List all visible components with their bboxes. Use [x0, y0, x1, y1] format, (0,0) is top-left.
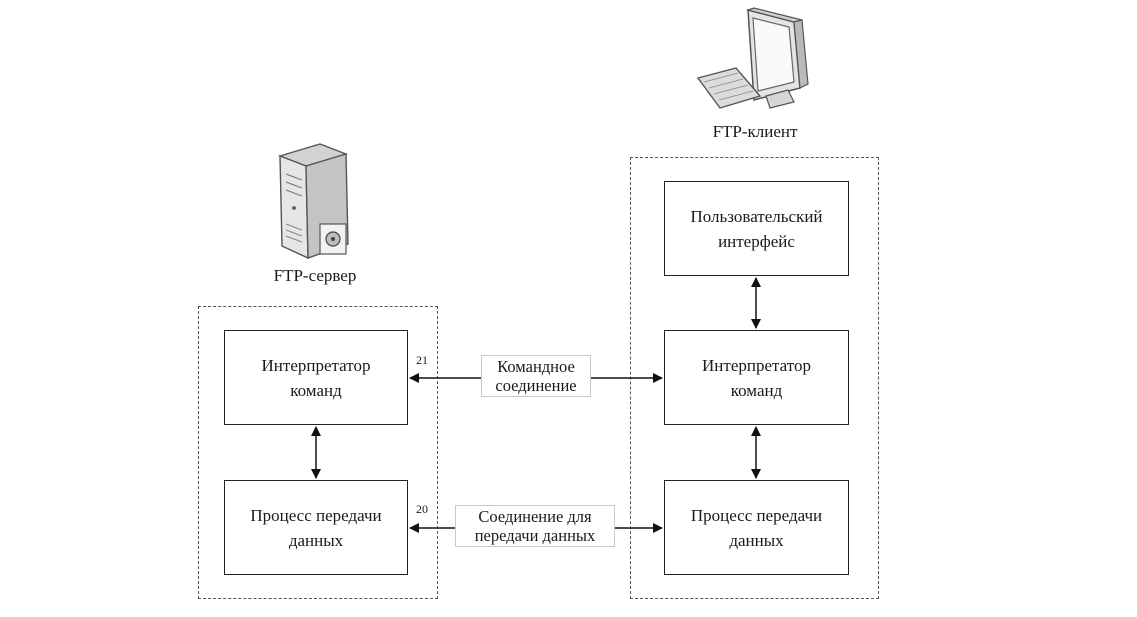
client-user-interface: Пользовательский интерфейс [664, 181, 849, 276]
server-title: FTP-сервер [273, 266, 357, 285]
client-title: FTP-клиент [712, 122, 798, 141]
client-data-transfer-process-label: Процесс передачи данных [690, 505, 823, 550]
client-command-interpreter-label: Интерпретатор команд [702, 355, 811, 400]
server-command-interpreter: Интерпретатор команд [224, 330, 408, 425]
server-command-interpreter-label: Интерпретатор команд [261, 355, 371, 400]
server-data-transfer-process-label: Процесс передачи данных [250, 505, 382, 550]
client-user-interface-label: Пользовательский интерфейс [690, 206, 823, 251]
desktop-computer-icon [696, 7, 809, 109]
server-group [198, 306, 438, 599]
server-data-transfer-process: Процесс передачи данных [224, 480, 408, 575]
data-port-number: 20 [416, 502, 428, 516]
control-connection-label: Командное соединение [481, 355, 591, 397]
data-connection-label: Соединение для передачи данных [455, 505, 615, 547]
server-tower-icon [277, 143, 349, 260]
client-data-transfer-process: Процесс передачи данных [664, 480, 849, 575]
control-port-number: 21 [416, 353, 428, 367]
client-command-interpreter: Интерпретатор команд [664, 330, 849, 425]
